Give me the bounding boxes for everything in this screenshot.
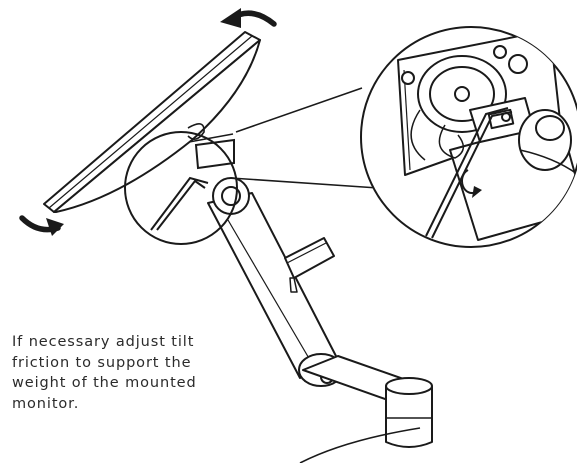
monitor — [43, 31, 261, 213]
monitor-arm — [207, 192, 433, 463]
rotation-symbol-icon — [461, 169, 482, 198]
curved-rotation-arrow-icon — [19, 215, 64, 236]
detail-callout-large — [360, 26, 577, 248]
instruction-line: weight of the mounted — [12, 375, 197, 391]
callout-connector — [230, 87, 379, 189]
tilt-joint — [188, 133, 250, 215]
instruction-text: If necessary adjust tilt friction to sup… — [12, 332, 252, 414]
instruction-line: If necessary adjust tilt — [12, 334, 195, 350]
instruction-line: friction to support the — [12, 354, 192, 371]
curved-rotation-arrow-icon — [220, 8, 277, 28]
detail-callout-small — [124, 123, 238, 245]
instruction-line: monitor. — [12, 395, 80, 412]
